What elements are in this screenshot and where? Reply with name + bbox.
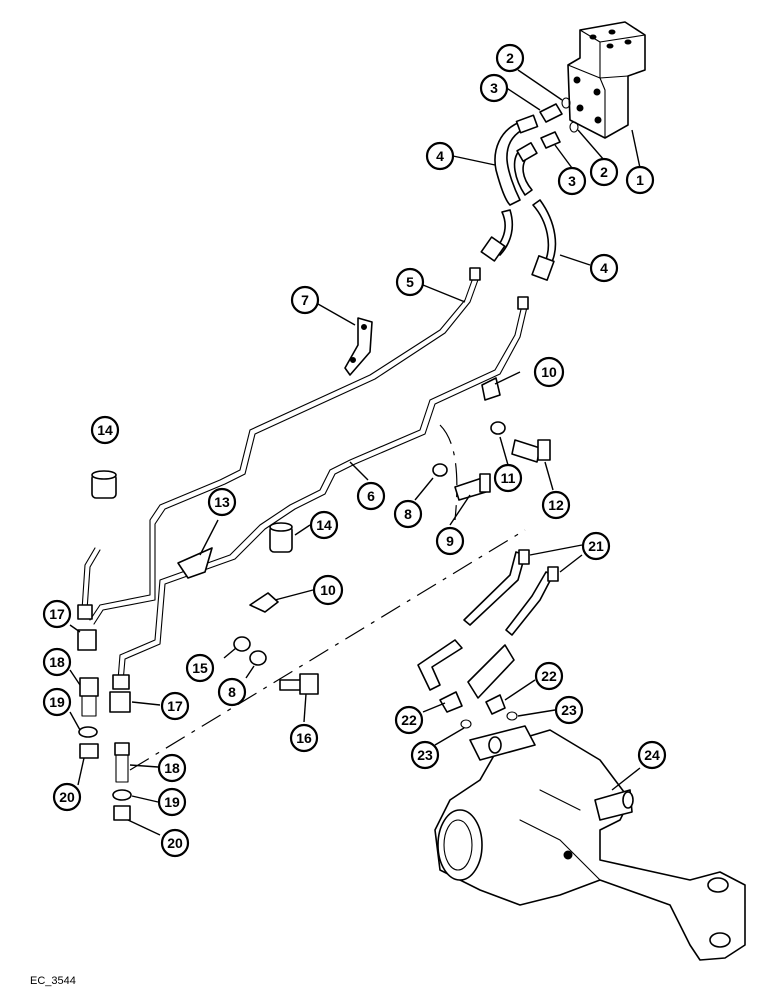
svg-text:7: 7 xyxy=(301,292,309,308)
callout-19: 19 xyxy=(42,687,72,717)
rigid-pipes xyxy=(81,267,529,683)
callout-20: 20 xyxy=(160,828,190,858)
callout-7: 7 xyxy=(290,285,320,315)
svg-text:22: 22 xyxy=(541,668,557,684)
fasteners xyxy=(233,421,551,695)
callout-2: 2 xyxy=(495,43,525,73)
callout-22: 22 xyxy=(534,661,564,691)
drawing-code: EC_3544 xyxy=(30,975,76,987)
callout-12: 12 xyxy=(541,490,571,520)
svg-text:23: 23 xyxy=(561,702,577,718)
svg-text:19: 19 xyxy=(49,694,65,710)
callout-3: 3 xyxy=(557,166,587,196)
svg-text:13: 13 xyxy=(214,494,230,510)
cylinder-hoses xyxy=(417,549,559,729)
pipe-clips xyxy=(177,377,501,613)
svg-text:10: 10 xyxy=(541,364,557,380)
callout-11: 11 xyxy=(493,463,523,493)
hoses xyxy=(480,114,557,281)
pipe-unions xyxy=(77,604,132,821)
callout-23: 23 xyxy=(410,740,440,770)
svg-text:6: 6 xyxy=(367,488,375,504)
svg-text:14: 14 xyxy=(97,422,113,438)
svg-text:21: 21 xyxy=(588,538,604,554)
svg-text:10: 10 xyxy=(320,582,336,598)
svg-text:22: 22 xyxy=(401,712,417,728)
valve-block xyxy=(567,21,646,139)
callout-16: 16 xyxy=(289,723,319,753)
svg-text:17: 17 xyxy=(167,698,183,714)
callout-14: 14 xyxy=(309,510,339,540)
svg-text:23: 23 xyxy=(417,747,433,763)
callout-5: 5 xyxy=(395,267,425,297)
callout-15: 15 xyxy=(185,653,215,683)
svg-text:8: 8 xyxy=(404,506,412,522)
callout-1: 1 xyxy=(625,165,655,195)
callout-23: 23 xyxy=(554,695,584,725)
svg-text:4: 4 xyxy=(436,148,444,164)
svg-text:19: 19 xyxy=(164,794,180,810)
svg-text:5: 5 xyxy=(406,274,414,290)
svg-text:2: 2 xyxy=(600,164,608,180)
callout-10: 10 xyxy=(533,356,565,388)
svg-text:20: 20 xyxy=(59,789,75,805)
svg-text:2: 2 xyxy=(506,50,514,66)
callout-10: 10 xyxy=(312,574,344,606)
clamp-plate xyxy=(344,317,373,376)
callout-13: 13 xyxy=(207,487,237,517)
svg-text:14: 14 xyxy=(316,517,332,533)
svg-text:18: 18 xyxy=(49,654,65,670)
svg-text:12: 12 xyxy=(548,497,564,513)
callout-4: 4 xyxy=(589,253,619,283)
callout-8: 8 xyxy=(393,499,423,529)
callout-19: 19 xyxy=(157,787,187,817)
axle-assembly xyxy=(434,725,746,961)
callout-8: 8 xyxy=(217,677,247,707)
callout-18: 18 xyxy=(157,753,187,783)
svg-text:11: 11 xyxy=(501,470,516,486)
svg-text:8: 8 xyxy=(228,684,236,700)
svg-text:20: 20 xyxy=(167,835,183,851)
callout-2: 2 xyxy=(589,157,619,187)
svg-text:18: 18 xyxy=(164,760,180,776)
svg-text:3: 3 xyxy=(568,173,576,189)
callout-24: 24 xyxy=(637,740,667,770)
svg-text:4: 4 xyxy=(600,260,608,276)
svg-text:17: 17 xyxy=(49,606,65,622)
svg-text:24: 24 xyxy=(644,747,660,763)
svg-text:15: 15 xyxy=(192,660,208,676)
phantom-lines xyxy=(129,424,526,771)
callout-20: 20 xyxy=(52,782,82,812)
svg-text:3: 3 xyxy=(490,80,498,96)
callout-4: 4 xyxy=(425,141,455,171)
valve-fittings xyxy=(539,97,579,149)
svg-text:9: 9 xyxy=(446,533,454,549)
callout-22: 22 xyxy=(394,705,424,735)
leader-lines xyxy=(69,69,641,836)
svg-text:1: 1 xyxy=(636,172,644,188)
callout-18: 18 xyxy=(42,647,72,677)
callout-6: 6 xyxy=(356,481,386,511)
callout-21: 21 xyxy=(581,531,611,561)
callout-17: 17 xyxy=(42,599,72,629)
callout-14: 14 xyxy=(90,415,120,445)
sleeves xyxy=(91,470,293,553)
callout-3: 3 xyxy=(479,73,509,103)
svg-text:16: 16 xyxy=(296,730,312,746)
callouts: 1 2 2 3 3 4 4 5 6 7 8 8 9 10 10 11 12 13… xyxy=(42,43,667,858)
callout-9: 9 xyxy=(435,526,465,556)
callout-17: 17 xyxy=(160,691,190,721)
